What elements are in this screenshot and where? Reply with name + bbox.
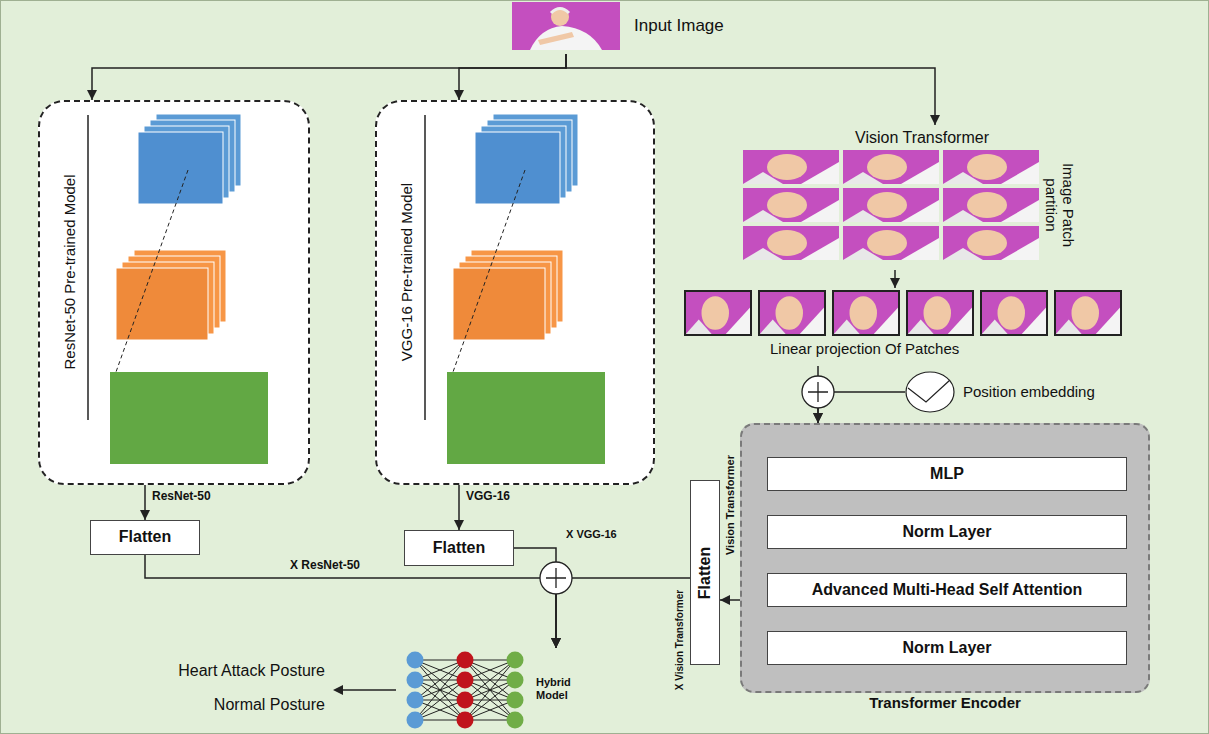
node-label: MLP <box>930 465 964 483</box>
hybrid-model: Hybrid Model <box>400 648 580 732</box>
patch-projection: Linear projection Of Patches <box>680 288 1130 366</box>
connector <box>145 555 556 648</box>
connector <box>720 599 740 601</box>
flatten-box: Flatten <box>690 480 720 665</box>
edge-label: VGG-16 <box>466 490 510 504</box>
edge-label: ResNet-50 <box>152 490 211 504</box>
node-label: Vision Transformer <box>855 129 989 147</box>
patch-partition: Vision TransformerImage Patch partition <box>740 125 1090 270</box>
node-label: Advanced Multi-Head Self Attention <box>812 581 1083 599</box>
connector <box>566 54 935 125</box>
patch-row <box>685 291 1121 335</box>
node-label: Image Patch partition <box>1043 150 1078 260</box>
node-label: Flatten <box>433 539 485 557</box>
input-image: Input Image <box>512 2 812 54</box>
panel-ground <box>375 100 655 485</box>
node-label: Flatten <box>119 528 171 546</box>
edge-label: Vision Transformer <box>724 455 737 555</box>
pretrained-model: VGG-16 Pre-trained Model <box>375 100 655 485</box>
connector <box>458 485 460 530</box>
edge-label: X Vision Transformer <box>674 590 686 690</box>
node-label: Norm Layer <box>903 639 992 657</box>
neural-network <box>407 652 524 729</box>
patch-grid <box>743 150 1039 260</box>
connector <box>144 485 146 520</box>
edge-label: X ResNet-50 <box>290 559 360 573</box>
pretrained-model: ResNet-50 Pre-trained Model <box>38 100 310 485</box>
output-arrow <box>333 685 396 695</box>
cnn-layers <box>425 114 605 464</box>
output-class-label: Heart Attack Posture <box>178 662 325 680</box>
node-label: Linear projection Of Patches <box>770 340 959 357</box>
cnn-layers <box>88 114 268 464</box>
node-label: Hybrid Model <box>536 676 580 701</box>
node-label: Input Image <box>634 16 724 36</box>
encoder-layer: MLP <box>767 457 1127 491</box>
connector <box>92 54 566 100</box>
encoder-layer: Norm Layer <box>767 515 1127 549</box>
position-embedding: Position embedding <box>905 368 1120 416</box>
connector <box>556 578 690 648</box>
encoder-layer: Advanced Multi-Head Self Attention <box>767 573 1127 607</box>
connector <box>459 54 566 100</box>
node-label: Flatten <box>696 547 714 599</box>
output-class-label: Normal Posture <box>214 696 325 714</box>
flatten-box: Flatten <box>404 530 514 566</box>
flatten-box: Flatten <box>90 520 200 555</box>
sum-circle <box>802 376 834 408</box>
input-photo <box>512 2 620 50</box>
edge-label: X VGG-16 <box>566 528 617 541</box>
node-label: ResNet-50 Pre-trained Model <box>61 174 78 369</box>
transformer-encoder: Transformer EncoderMLPNorm LayerAdvanced… <box>740 423 1150 693</box>
node-label: VGG-16 Pre-trained Model <box>398 183 415 361</box>
encoder-layer: Norm Layer <box>767 631 1127 665</box>
node-label: Position embedding <box>963 383 1095 400</box>
sum-circle <box>540 562 572 594</box>
connector <box>894 270 896 288</box>
node-label: Norm Layer <box>903 523 992 541</box>
node-label: Transformer Encoder <box>742 694 1148 711</box>
panel-ground <box>38 100 310 485</box>
position-embedding-symbol <box>906 372 954 412</box>
